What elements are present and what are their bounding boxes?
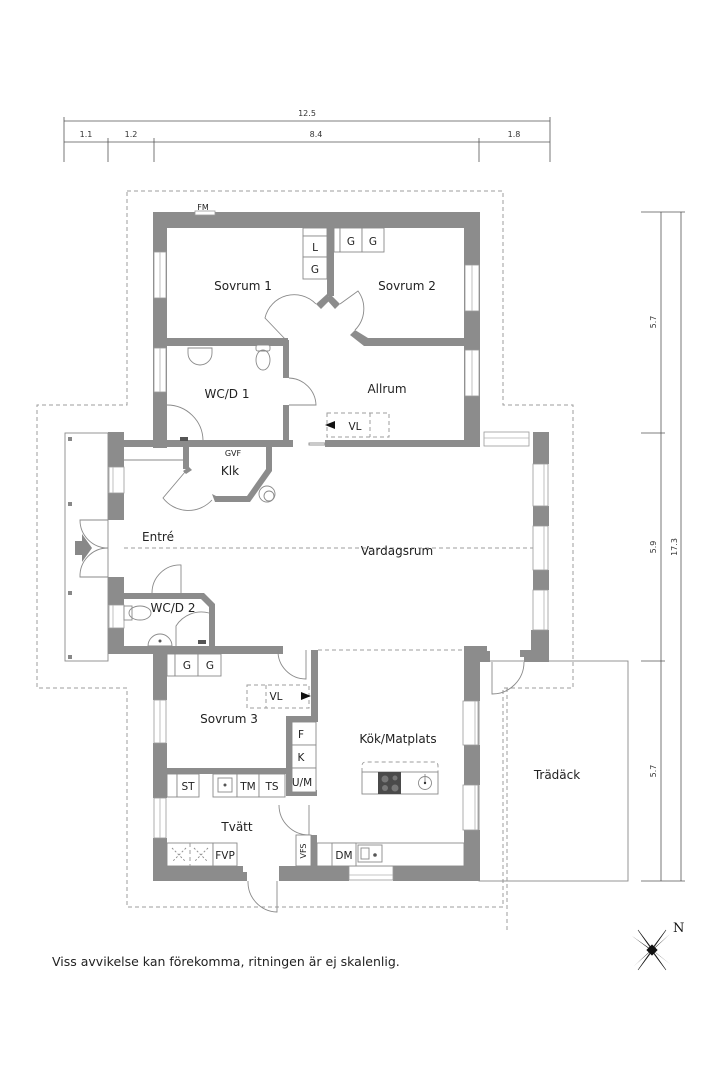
- fixture-label-vfs: VFS: [299, 843, 308, 858]
- fixture-label-tm: TM: [239, 781, 255, 793]
- room-label-sovrum2: Sovrum 2: [378, 279, 436, 293]
- dim-segment: 8.4: [310, 130, 323, 139]
- porch-outline: [64, 432, 109, 662]
- fixture-label-gvf: GVF: [225, 449, 242, 458]
- fixture-label-k: K: [298, 752, 306, 764]
- dim-segment: 1.2: [125, 130, 138, 139]
- wardrobes: [166, 227, 465, 867]
- room-label-sovrum3: Sovrum 3: [200, 712, 258, 726]
- fixture-label-g: G: [347, 236, 355, 248]
- room-label-entre: Entré: [142, 530, 174, 544]
- room-label-tvatt: Tvätt: [220, 820, 252, 834]
- dim-segment: 5.7: [649, 316, 658, 329]
- dim-segment: 5.9: [649, 541, 658, 554]
- fixture-label-fvp: FVP: [215, 850, 235, 862]
- fixture-label-vl: VL: [269, 691, 282, 703]
- top-dimensions: 12.5 1.1 1.2 8.4 1.8: [63, 109, 551, 162]
- fixture-label-g: G: [311, 264, 319, 276]
- right-dimensions: 5.7 5.9 5.7 17.3: [641, 211, 685, 882]
- room-label-kok: Kök/Matplats: [359, 732, 436, 746]
- arrow-left-icon: [325, 421, 335, 429]
- vl-marker-sovrum3: [246, 684, 311, 709]
- compass-north-label: N: [673, 921, 684, 936]
- fixture-label-st: ST: [181, 781, 195, 793]
- fixture-label-g: G: [183, 660, 191, 672]
- dim-total-width: 12.5: [298, 109, 316, 118]
- porch-post: [68, 437, 72, 441]
- dim-segment: 1.8: [508, 130, 521, 139]
- room-label-wcd1: WC/D 1: [205, 387, 250, 401]
- room-label-sovrum1: Sovrum 1: [214, 279, 272, 293]
- vl-marker-allrum: [325, 412, 390, 438]
- room-label-klk: Klk: [221, 464, 239, 478]
- fixture-label-f: F: [298, 729, 304, 741]
- windows: [108, 210, 549, 881]
- dim-segment: 5.7: [649, 765, 658, 778]
- window-fm: [194, 210, 216, 216]
- room-label-vardagsrum: Vardagsrum: [361, 544, 433, 558]
- cooktop: [378, 772, 401, 794]
- doors: [79, 290, 525, 913]
- fixture-label-um: U/M: [292, 777, 312, 789]
- entrance-arrow-icon: [75, 534, 92, 562]
- dim-segment: 1.1: [80, 130, 93, 139]
- room-label-allrum: Allrum: [367, 382, 406, 396]
- dim-total-height: 17.3: [670, 538, 679, 556]
- fixture-label-fm: FM: [197, 203, 209, 212]
- fixture-label-dm: DM: [335, 850, 352, 862]
- fixture-label-vl: VL: [348, 421, 361, 433]
- room-label-tradack: Trädäck: [533, 768, 580, 782]
- room-label-wcd2: WC/D 2: [151, 601, 196, 615]
- disclaimer-note: Viss avvikelse kan förekomma, ritningen …: [52, 954, 400, 969]
- arrow-right-icon: [301, 692, 311, 700]
- fixture-label-g: G: [369, 236, 377, 248]
- kitchen-island: [361, 761, 439, 795]
- sanitary: [123, 344, 276, 647]
- compass-rose-icon: [632, 929, 670, 971]
- porch-post: [68, 655, 72, 659]
- porch-post: [68, 502, 72, 506]
- fixture-label-g: G: [206, 660, 214, 672]
- fixture-label-ts: TS: [264, 781, 278, 793]
- fixture-label-l: L: [312, 242, 318, 254]
- porch-post: [68, 591, 72, 595]
- roof-outline: [36, 190, 574, 908]
